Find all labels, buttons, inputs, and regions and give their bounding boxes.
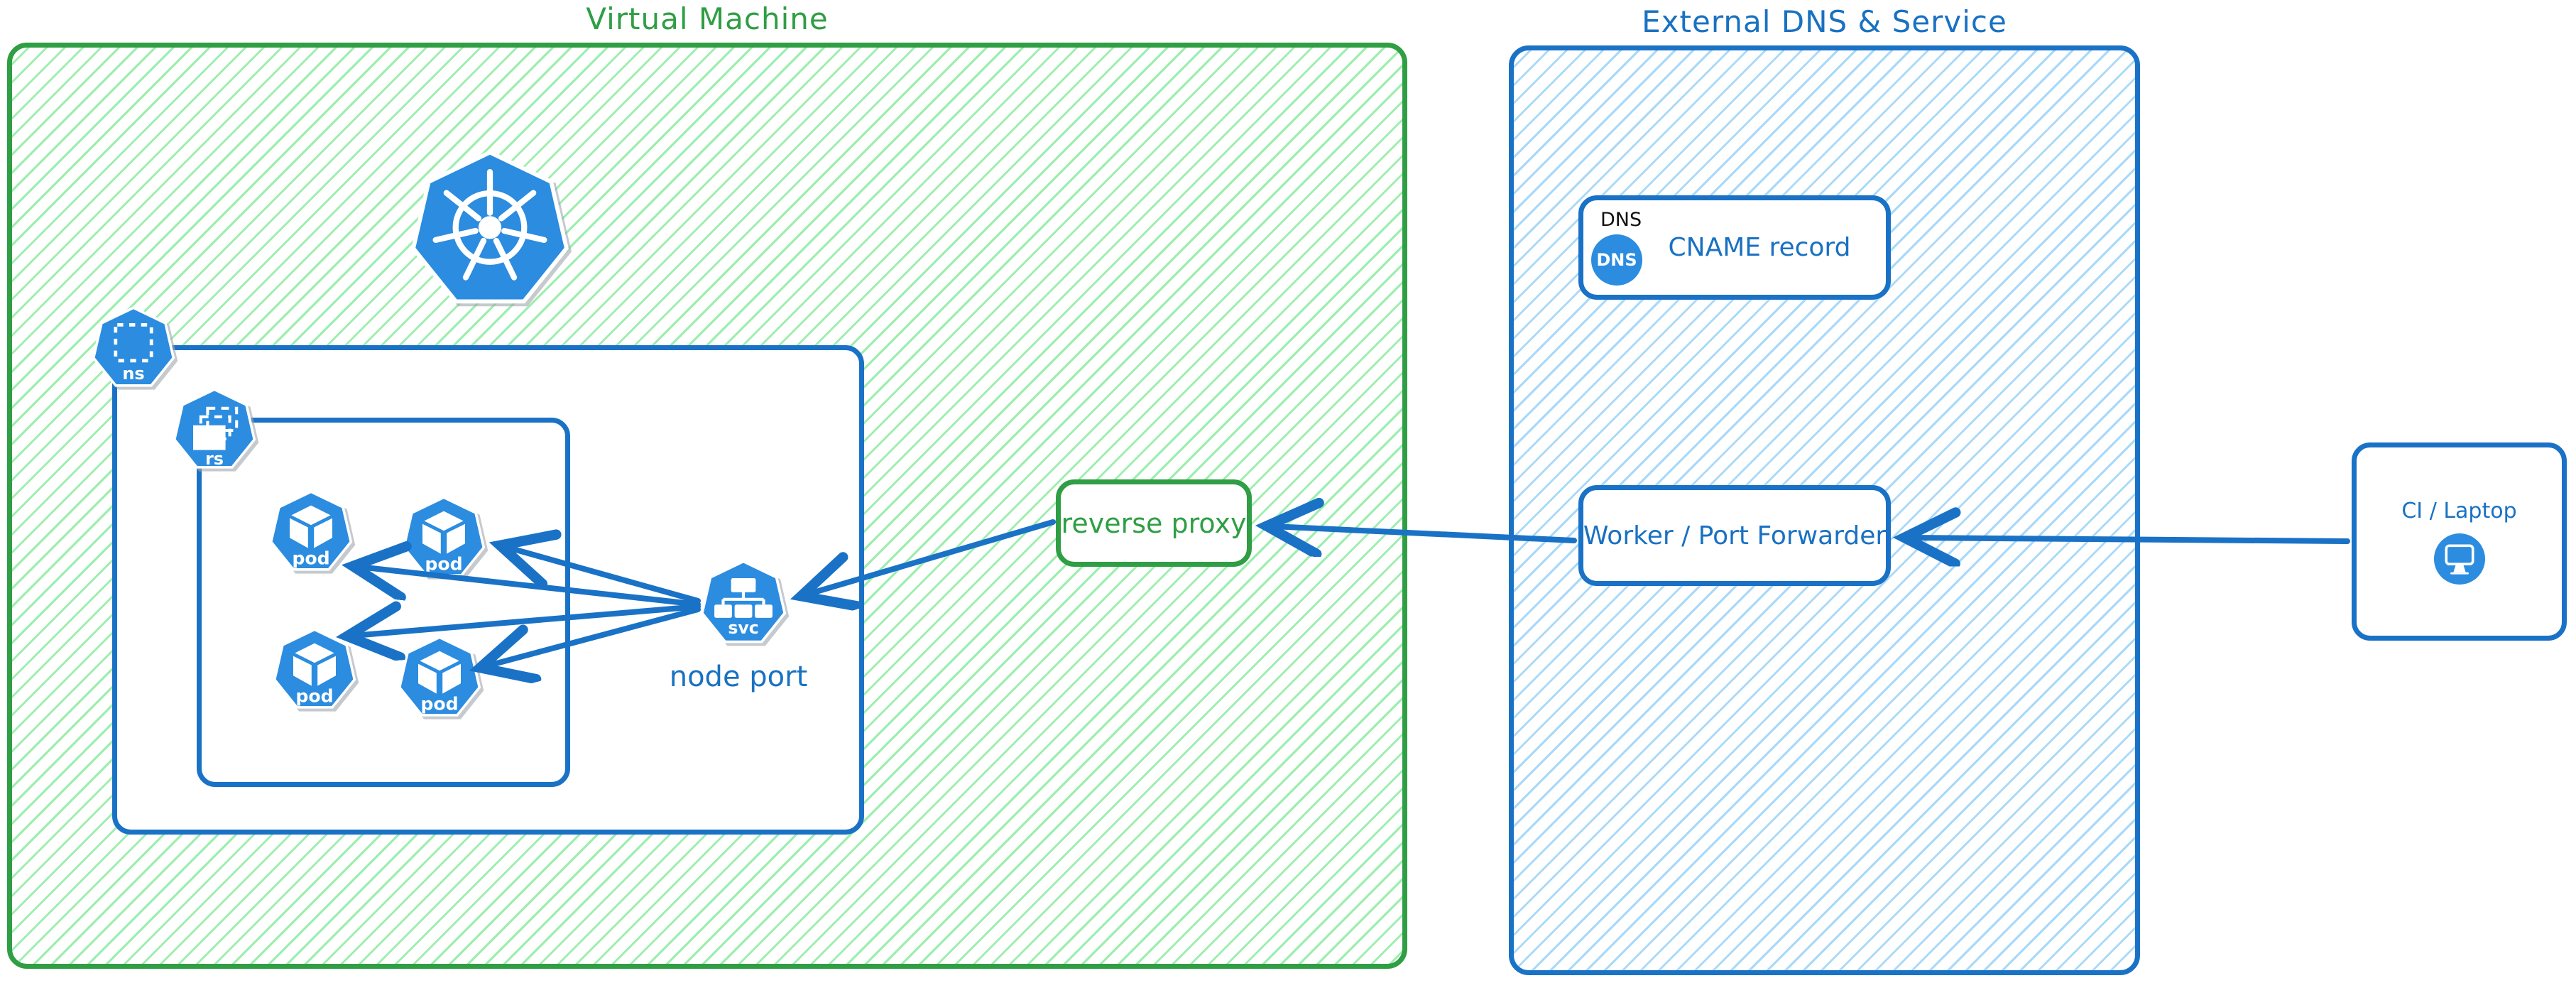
cname-record-label: CNAME record	[1668, 233, 1851, 262]
replicaset-box	[197, 418, 570, 787]
ci-laptop-box: CI / Laptop	[2352, 442, 2567, 641]
pod-top-left-icon: pod	[269, 490, 353, 571]
vm-group-title: Virtual Machine	[586, 1, 829, 36]
pod-bottom-right-icon: pod	[398, 636, 481, 717]
pod-bottom-left-icon: pod	[273, 628, 356, 709]
namespace-icon-label: ns	[122, 364, 144, 384]
kubernetes-logo-icon	[411, 150, 569, 304]
pod-top-right-icon: pod	[402, 496, 486, 577]
replicaset-icon-label: rs	[205, 449, 224, 469]
reverse-proxy-label: reverse proxy	[1061, 507, 1247, 539]
dns-icon: DNS	[1591, 234, 1642, 286]
pod-icon-label: pod	[425, 553, 462, 574]
node-port-caption: node port	[669, 661, 808, 693]
worker-port-forwarder-box: Worker / Port Forwarder	[1578, 485, 1891, 586]
node-port-service-icon: svc	[700, 560, 787, 643]
pod-icon-label: pod	[420, 693, 458, 714]
pod-icon-label: pod	[295, 685, 333, 706]
external-group-title: External DNS & Service	[1642, 4, 2007, 39]
reverse-proxy-box: reverse proxy	[1056, 479, 1252, 567]
namespace-icon: ns	[92, 306, 175, 387]
pod-icon-label: pod	[292, 548, 329, 568]
dns-tag-label: DNS	[1600, 209, 1642, 231]
replicaset-icon: rs	[173, 388, 256, 469]
dns-card: DNS DNS CNAME record	[1578, 195, 1891, 300]
laptop-icon	[2433, 533, 2485, 585]
ci-laptop-label: CI / Laptop	[2401, 499, 2517, 523]
service-icon-label: svc	[728, 618, 758, 638]
worker-port-forwarder-label: Worker / Port Forwarder	[1583, 521, 1887, 550]
